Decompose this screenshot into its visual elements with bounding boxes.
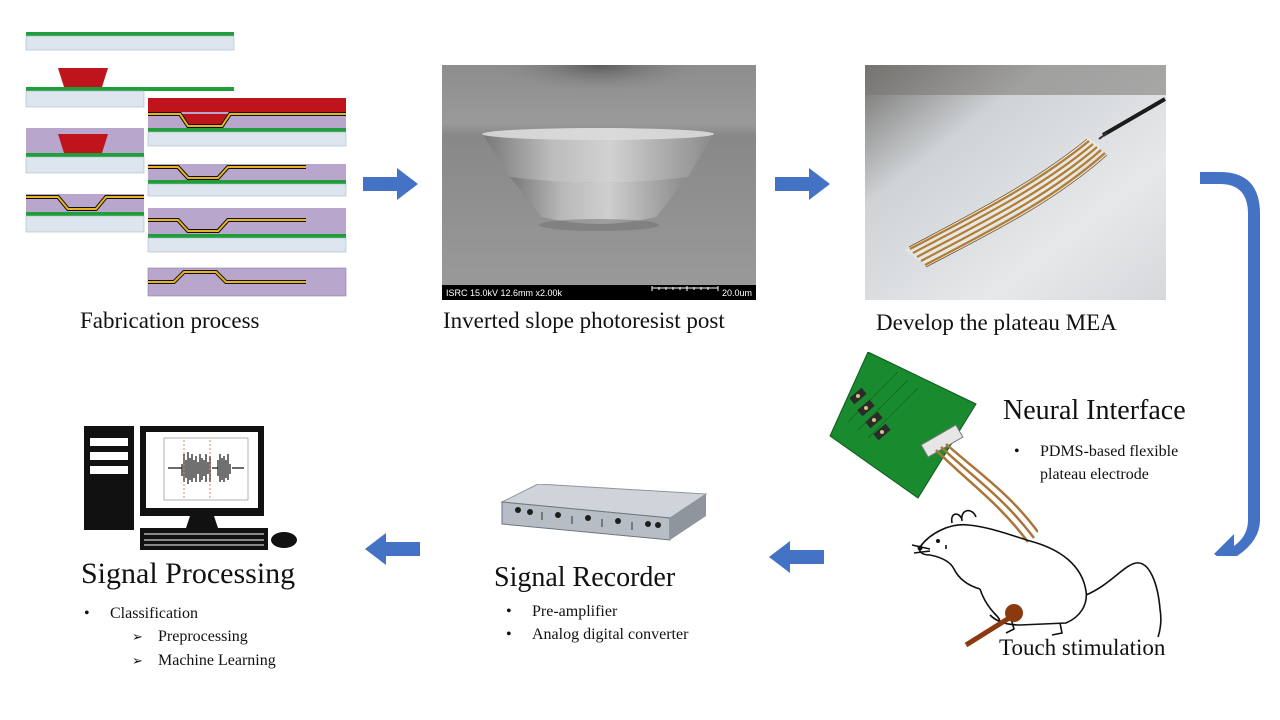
flow-arrow-right-2: [775, 168, 830, 200]
neural-interface-list: •PDMS-based flexible plateau electrode: [1014, 440, 1178, 486]
fab-step-a: [147, 98, 347, 147]
processing-sub-bullet-1: ➢Preprocessing: [132, 628, 248, 645]
touch-stimulation-caption: Touch stimulation: [999, 635, 1166, 660]
flow-arrow-right-1: [363, 168, 418, 200]
processing-sub-bullet-2: ➢Machine Learning: [132, 652, 276, 669]
fab-step-2: [25, 68, 234, 108]
recorder-bullet-1: •Pre-amplifier: [506, 603, 618, 620]
fab-step-3: [25, 128, 145, 174]
recorder-bullet-2: •Analog digital converter: [506, 626, 689, 643]
computer-icon: [84, 426, 297, 550]
signal-recorder-title: Signal Recorder: [494, 562, 676, 593]
fab-step-4: [25, 194, 145, 233]
signal-recorder-device: [500, 484, 708, 541]
fab-step-1: [25, 32, 235, 51]
neural-interface-board: [829, 352, 1038, 543]
signal-recorder-list: •Pre-amplifier •Analog digital converter: [506, 600, 688, 646]
flow-arrow-left-1: [769, 541, 824, 573]
flow-arrow-left-2: [365, 533, 420, 565]
sem-caption: Inverted slope photoresist post: [443, 308, 725, 333]
neural-bullet-1: •PDMS-based flexible: [1014, 443, 1179, 460]
signal-processing-title: Signal Processing: [81, 557, 296, 590]
sem-image: ISRC 15.0kV 12.6mm x2.00k 20.0um: [442, 65, 756, 300]
fabrication-diagram: [25, 32, 347, 297]
neural-interface-title: Neural Interface: [1003, 395, 1186, 426]
mea-caption: Develop the plateau MEA: [876, 310, 1117, 335]
fabrication-caption: Fabrication process: [80, 308, 260, 333]
mea-photo: [865, 65, 1166, 300]
fab-step-b: [147, 164, 347, 197]
signal-processing-list: •Classification ➢Preprocessing ➢Machine …: [84, 602, 276, 673]
sem-scale-label: 20.0um: [722, 288, 752, 298]
fab-step-d: [147, 267, 347, 297]
flow-arrow-curved-down: [1200, 172, 1260, 556]
rat-illustration: [911, 509, 1162, 648]
processing-bullet-1: •Classification: [84, 605, 198, 622]
neural-bullet-1-cont: plateau electrode: [1040, 466, 1149, 483]
sem-info-bar: ISRC 15.0kV 12.6mm x2.00k: [446, 288, 563, 298]
fab-step-c: [147, 208, 347, 253]
